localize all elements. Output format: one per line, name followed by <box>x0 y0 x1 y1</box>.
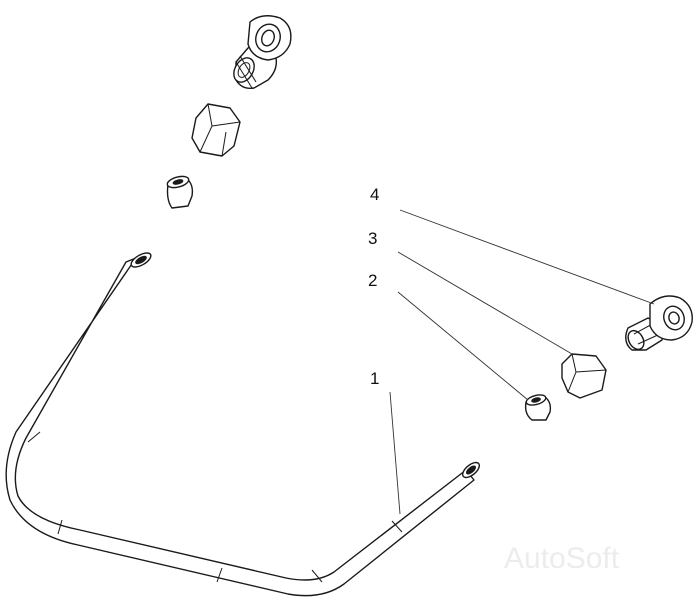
leader-4 <box>399 209 655 305</box>
watermark-text: AutoSoft <box>504 542 620 575</box>
leader-2 <box>397 291 529 401</box>
ferrule-top <box>166 175 194 209</box>
part-4-banjo-fitting <box>625 295 693 351</box>
leader-lines <box>389 209 655 515</box>
callout-4: 4 <box>370 185 379 204</box>
callout-2: 2 <box>368 271 377 290</box>
part-2-ferrule <box>524 394 552 421</box>
part-3-nut <box>561 353 607 399</box>
leader-1 <box>389 391 401 515</box>
banjo-fitting-top <box>233 15 292 90</box>
nut-top <box>191 103 241 157</box>
part-1-tube <box>5 252 481 597</box>
callout-1: 1 <box>370 369 379 388</box>
leader-3 <box>397 251 573 355</box>
callout-3: 3 <box>368 229 377 248</box>
